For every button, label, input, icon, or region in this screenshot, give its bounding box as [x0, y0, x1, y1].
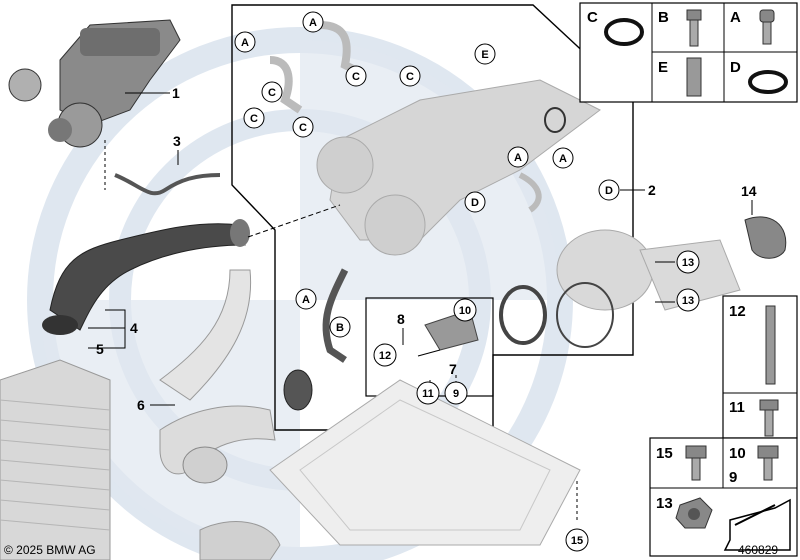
legend-letter-d: D [730, 59, 741, 76]
turbocharger-part [8, 19, 181, 148]
callout-13-a: 13 [682, 257, 694, 269]
legend-num-15: 15 [656, 445, 673, 462]
legend-num-11: 11 [729, 399, 745, 416]
callout-1: 1 [172, 85, 180, 101]
legend-letter-b: B [658, 9, 669, 26]
pipe-line-left [269, 56, 303, 114]
turbo-ghost-part [316, 79, 601, 256]
circle-a-2: A [309, 17, 317, 29]
circle-number-labels: 10 12 11 9 13 13 15 [373, 250, 700, 552]
stud-sleeve-icon [686, 57, 702, 97]
clamp-14-part [744, 216, 787, 259]
callout-15: 15 [571, 535, 583, 547]
arrow-icon [723, 498, 791, 551]
circle-c-2: C [406, 71, 414, 83]
o-ring-icon [604, 18, 644, 46]
callout-8: 8 [397, 311, 405, 327]
heat-shield-part [269, 379, 581, 546]
circle-d-1: D [471, 197, 479, 209]
image-number: 460829 [738, 543, 778, 557]
circle-c-5: C [299, 122, 307, 134]
circle-a-1: A [241, 37, 249, 49]
oil-return-pipe-part [322, 268, 349, 363]
circle-b-1: B [336, 322, 344, 334]
circle-c-4: C [250, 113, 258, 125]
callout-5: 5 [96, 341, 104, 357]
circle-c-1: C [352, 71, 360, 83]
gasket-ring-icon [748, 70, 788, 94]
intercooler-part [0, 359, 281, 560]
gasket-e-part [544, 107, 566, 133]
oil-line-part [114, 173, 221, 196]
legend-num-10: 10 [729, 445, 746, 462]
flange-bolt-icon [759, 399, 779, 411]
callout-2: 2 [648, 182, 656, 198]
v-band-clamp-part [499, 285, 547, 345]
hex-bolt-icon [686, 9, 702, 21]
legend-letter-c: C [587, 9, 598, 26]
circle-a-5: A [302, 294, 310, 306]
charge-air-pipe-part [42, 219, 250, 335]
legend-num-9: 9 [729, 469, 737, 486]
callout-3: 3 [173, 133, 181, 149]
legend-letter-e: E [658, 59, 668, 76]
circle-c-3: C [268, 87, 276, 99]
circle-labels: A A A A A B C C C C C D D E [234, 11, 620, 338]
circle-d-2: D [605, 185, 613, 197]
legend-side: 12 11 15 10 9 13 [649, 295, 798, 557]
socket-bolt-icon [759, 9, 775, 23]
hose-end [182, 446, 228, 484]
callout-10: 10 [459, 305, 471, 317]
callout-14: 14 [741, 183, 757, 199]
pipe-line-upper [319, 21, 357, 74]
callout-6: 6 [137, 397, 145, 413]
copyright-text: © 2025 BMW AG [4, 543, 96, 557]
callout-9: 9 [453, 388, 459, 400]
callout-7: 7 [449, 361, 457, 377]
legend-num-12: 12 [729, 303, 746, 320]
catalytic-converter-part [556, 229, 741, 311]
callout-12: 12 [379, 350, 391, 362]
circle-a-4: A [559, 153, 567, 165]
legend-num-13: 13 [656, 495, 673, 512]
circle-a-3: A [514, 152, 522, 164]
legend-top: C B A E D [579, 2, 798, 103]
callout-4: 4 [130, 320, 138, 336]
callout-13-b: 13 [682, 295, 694, 307]
seal-ring-part [283, 369, 313, 411]
legend-letter-a: A [730, 9, 741, 26]
intake-pipe-part [159, 269, 252, 401]
pipe-line-right [518, 172, 542, 213]
stud-icon [765, 305, 776, 385]
hex-flange-bolt-icon [685, 445, 707, 459]
gasket-part [556, 282, 614, 348]
flange-bolt-small-icon [757, 445, 779, 459]
callout-11: 11 [422, 388, 434, 400]
circle-e-1: E [481, 49, 488, 61]
